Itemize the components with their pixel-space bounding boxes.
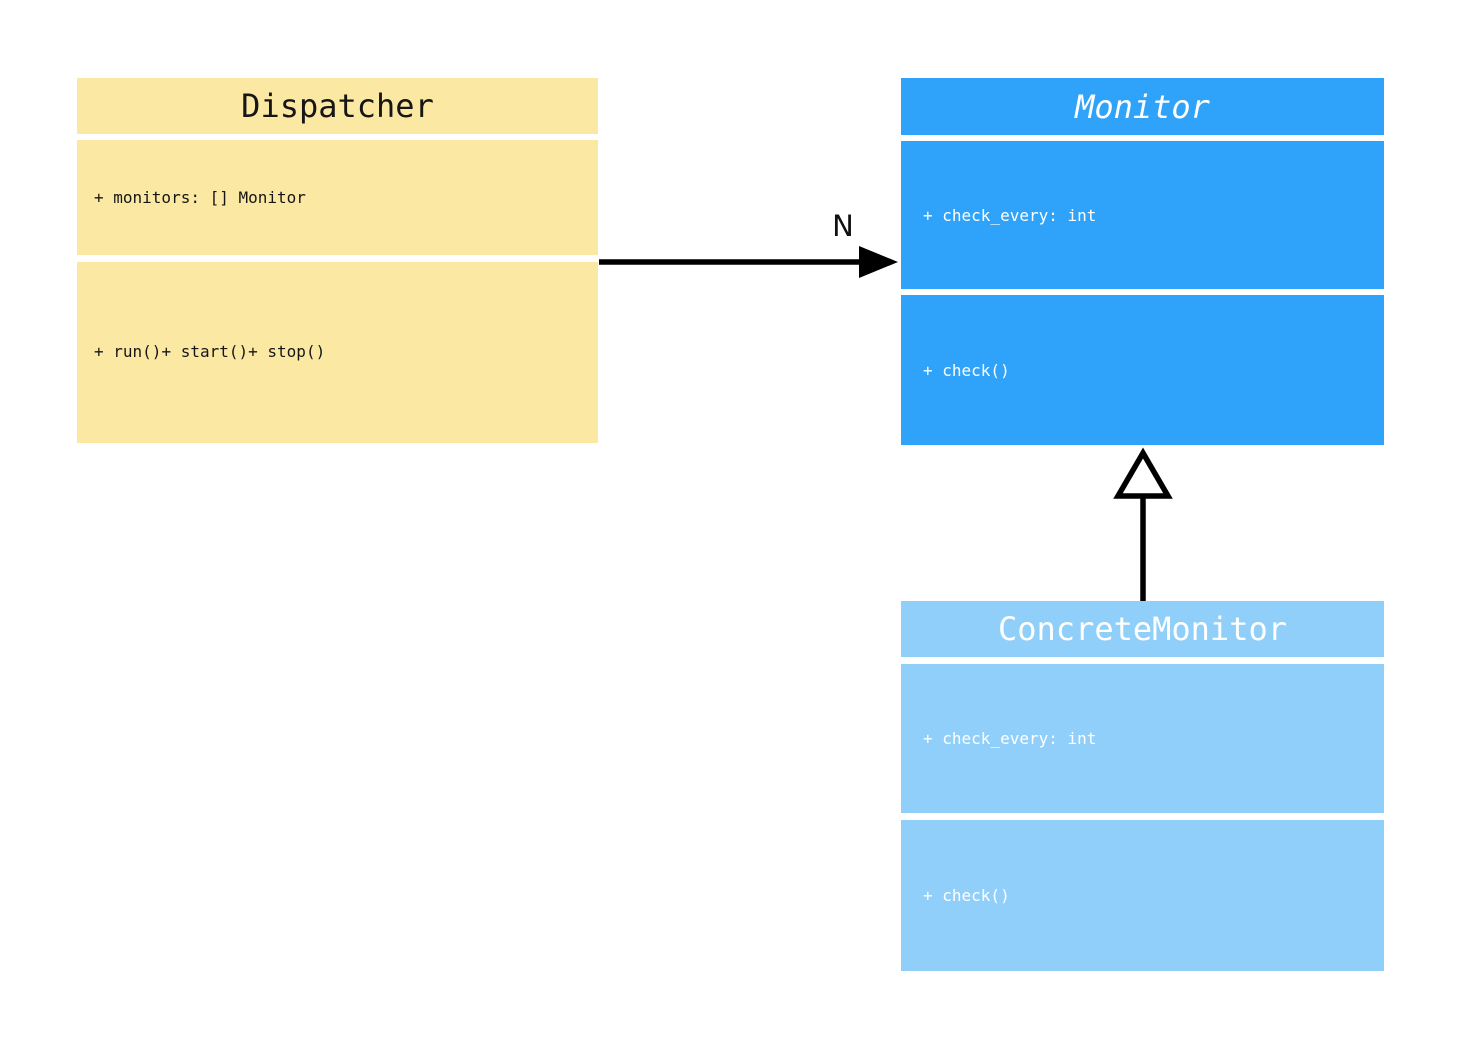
- concretemonitor-attributes-section: + check_every: int: [901, 664, 1384, 813]
- monitor-methods-section: + check(): [901, 295, 1384, 445]
- attribute-item: + monitors: [] Monitor: [94, 188, 306, 207]
- monitor-attributes-section: + check_every: int: [901, 141, 1384, 289]
- class-name: Monitor: [1075, 87, 1210, 126]
- association-arrowhead-icon: [859, 246, 898, 278]
- class-box-dispatcher: Dispatcher + monitors: [] Monitor + run(…: [77, 78, 598, 443]
- concretemonitor-methods-section: + check(): [901, 820, 1384, 971]
- method-item: + check(): [923, 886, 1010, 905]
- inheritance-hollow-triangle-icon: [1113, 447, 1173, 499]
- attribute-item: + check_every: int: [923, 205, 1097, 225]
- class-title-dispatcher: Dispatcher: [77, 78, 598, 134]
- class-name: ConcreteMonitor: [998, 610, 1287, 648]
- dispatcher-methods-section: + run() + start() + stop(): [77, 262, 598, 443]
- class-title-concretemonitor: ConcreteMonitor: [901, 601, 1384, 657]
- class-box-concretemonitor: ConcreteMonitor + check_every: int + che…: [901, 601, 1384, 971]
- dispatcher-attributes-section: + monitors: [] Monitor: [77, 140, 598, 255]
- method-item: + run(): [94, 342, 162, 362]
- class-box-monitor: Monitor + check_every: int + check(): [901, 78, 1384, 445]
- class-title-monitor: Monitor: [901, 78, 1384, 135]
- multiplicity-label: N: [832, 209, 854, 243]
- method-item: + check(): [923, 360, 1010, 380]
- class-name: Dispatcher: [241, 87, 434, 125]
- method-item: + stop(): [248, 342, 326, 362]
- method-item: + start(): [161, 342, 249, 362]
- attribute-item: + check_every: int: [923, 729, 1097, 748]
